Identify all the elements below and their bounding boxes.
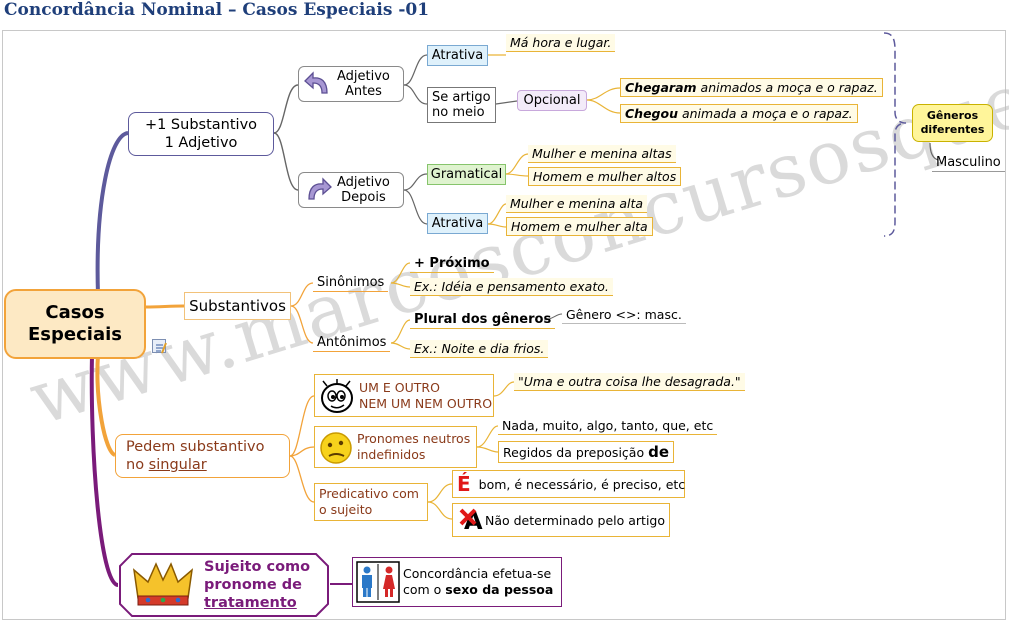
chegaram-text: Chegaram animados a moça e o rapaz. — [620, 78, 883, 97]
crossed-a-icon: A — [457, 506, 483, 535]
regidos-plain: Regidos da preposição — [503, 445, 649, 460]
nao-determinado-text: Não determinado pelo artigo — [484, 512, 665, 528]
chegou-rest: animada a moça e o rapaz. — [678, 106, 853, 121]
pedem-line1: Pedem substantivo — [126, 439, 265, 455]
page-title: Concordância Nominal – Casos Especiais -… — [4, 0, 430, 20]
nao-determinado-node: A Não determinado pelo artigo — [452, 503, 670, 537]
confused-face-icon — [317, 428, 355, 466]
substantivo-adjetivo-line2: 1 Adjetivo — [164, 135, 238, 151]
homem-mulher-altos-text: Homem e mulher altos — [528, 167, 682, 186]
masculino-text: Masculino — [932, 154, 1005, 172]
se-artigo-line2: no meio — [432, 105, 485, 120]
chegaram-rest: animados a moça e o rapaz. — [696, 80, 878, 95]
arrow-back-icon — [303, 71, 333, 97]
root-line2: Especiais — [28, 324, 122, 345]
e-letter-icon: É — [457, 472, 471, 496]
um-e-outro-line1: UM E OUTRO — [359, 379, 440, 395]
chegou-text: Chegou animada a moça e o rapaz. — [620, 104, 858, 123]
um-e-outro-node[interactable]: UM E OUTRO NEM UM NEM OUTRO — [314, 374, 494, 417]
predicativo-line1: Predicativo com — [319, 486, 419, 501]
um-e-outro-line2: NEM UM NEM OUTRO — [359, 395, 493, 411]
nada-muito-text: Nada, muito, algo, tanto, que, etc — [498, 417, 718, 435]
sujeito-line1: Sujeito como — [204, 559, 311, 575]
pedem-line2-plain: no — [126, 457, 149, 473]
ex-noite-text: Ex.: Noite e dia frios. — [410, 340, 549, 358]
root-node[interactable]: Casos Especiais — [4, 289, 146, 359]
adjetivo-depois-node[interactable]: Adjetivo Depois — [298, 172, 404, 208]
sujeito-line3: tratamento — [204, 595, 297, 611]
substantivo-adjetivo-node[interactable]: +1 Substantivo 1 Adjetivo — [128, 112, 274, 156]
adjetivo-antes-node[interactable]: Adjetivo Antes — [298, 66, 404, 102]
chegou-bold: Chegou — [625, 106, 678, 121]
mulher-menina-alta-text: Mulher e menina alta — [506, 195, 648, 213]
thinking-face-icon — [317, 377, 357, 415]
concordancia-line2-bold: sexo da pessoa — [445, 582, 554, 597]
crown-icon — [132, 560, 194, 610]
ma-hora-text: Má hora e lugar. — [506, 34, 616, 52]
uma-outra-text: "Uma e outra coisa lhe desagrada." — [514, 373, 745, 391]
se-artigo-node[interactable]: Se artigo no meio — [427, 87, 496, 123]
note-icon[interactable] — [152, 339, 167, 354]
adjetivo-antes-line1: Adjetivo — [337, 69, 390, 84]
antonimos-node[interactable]: Antônimos — [313, 334, 391, 352]
regidos-text: Regidos da preposição de — [498, 441, 674, 463]
arrow-forward-icon — [303, 177, 333, 203]
pronomes-neutros-node[interactable]: Pronomes neutros indefinidos — [314, 426, 477, 468]
substantivo-adjetivo-line1: +1 Substantivo — [144, 117, 258, 133]
gramatical-node[interactable]: Gramatical — [427, 164, 506, 185]
bom-necessario-node: É bom, é necessário, é preciso, etc — [452, 470, 685, 498]
substantivos-node[interactable]: Substantivos — [184, 292, 291, 320]
sujeito-node[interactable]: Sujeito como pronome de tratamento — [118, 552, 330, 618]
pedem-substantivo-node[interactable]: Pedem substantivo no singular — [115, 434, 290, 478]
generos-line1: Gêneros — [926, 109, 979, 122]
adjetivo-depois-line2: Depois — [341, 190, 386, 205]
predicativo-node[interactable]: Predicativo com o sujeito — [314, 483, 428, 521]
bom-necessario-text: bom, é necessário, é preciso, etc — [478, 476, 686, 492]
atrativa-node-2[interactable]: Atrativa — [427, 213, 488, 234]
pronomes-line1: Pronomes neutros — [357, 431, 471, 446]
sinonimos-node[interactable]: Sinônimos — [313, 274, 389, 292]
generos-diferentes-node[interactable]: Gêneros diferentes — [912, 104, 993, 142]
concordancia-node: Concordância efetua-se com o sexo da pes… — [352, 557, 562, 607]
adjetivo-antes-line2: Antes — [344, 84, 382, 99]
regidos-bold: de — [648, 443, 669, 461]
pedem-line2-underline: singular — [148, 457, 207, 473]
opcional-node[interactable]: Opcional — [517, 90, 587, 111]
se-artigo-line1: Se artigo — [432, 90, 491, 105]
concordancia-line1: Concordância efetua-se — [403, 566, 552, 581]
mulher-menina-altas-text: Mulher e menina altas — [528, 145, 676, 163]
root-line1: Casos — [45, 302, 105, 323]
homem-mulher-alta-text: Homem e mulher alta — [506, 217, 653, 236]
generos-line2: diferentes — [920, 123, 985, 136]
mindmap-frame — [2, 30, 1006, 620]
adjetivo-depois-line1: Adjetivo — [337, 175, 390, 190]
predicativo-line2: o sujeito — [319, 502, 373, 517]
chegaram-bold: Chegaram — [625, 80, 697, 95]
genero-masc-text: Gênero <>: masc. — [562, 306, 686, 324]
man-woman-icon — [356, 561, 400, 603]
ex-ideia-text: Ex.: Idéia e pensamento exato. — [410, 278, 613, 296]
atrativa-node-1[interactable]: Atrativa — [427, 45, 488, 66]
concordancia-line2-plain: com o — [403, 582, 446, 597]
sujeito-line2: pronome de — [204, 577, 302, 593]
pronomes-line2: indefinidos — [357, 447, 426, 462]
mais-proximo-text: + Próximo — [410, 255, 494, 273]
plural-generos-text: Plural dos gêneros — [410, 311, 556, 329]
